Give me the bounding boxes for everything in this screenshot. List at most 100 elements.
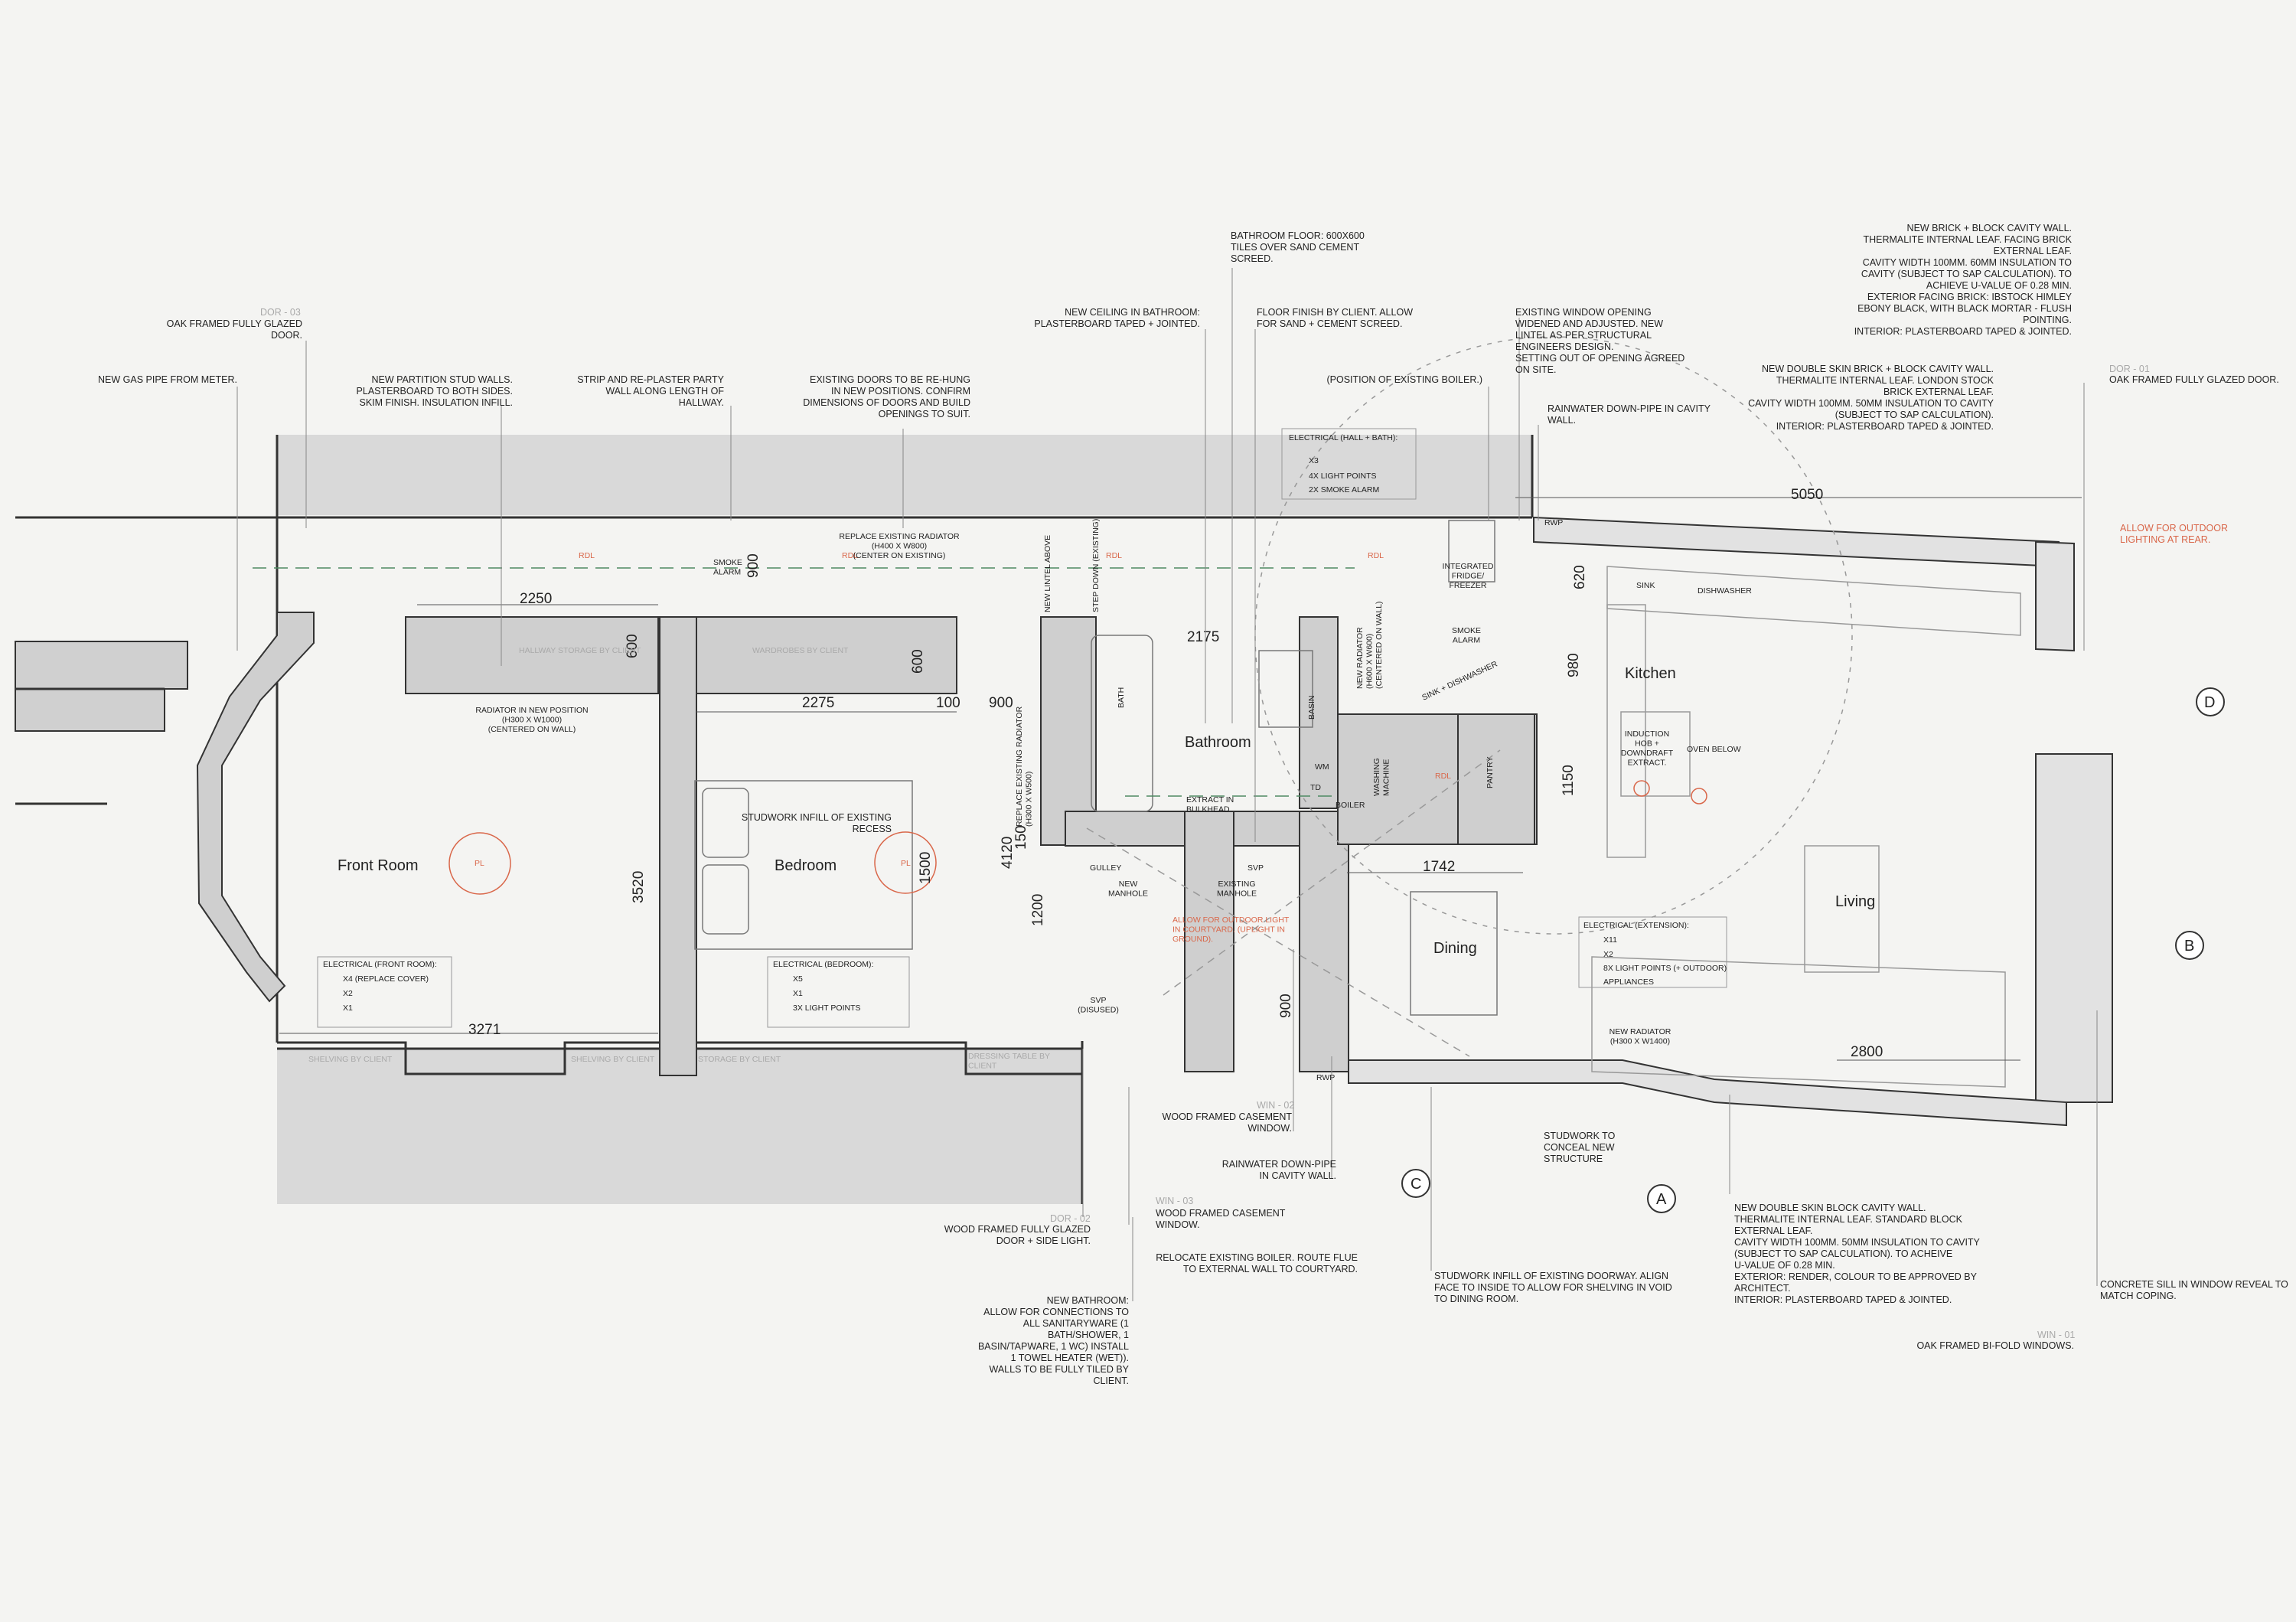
label-svp: SVP [1247,863,1264,873]
label-rdl-1: RDL [579,551,595,560]
dimension-4120: 4120 [1000,837,1016,869]
grid-marker-b: B [2175,931,2204,960]
note-boiler-position: (POSITION OF EXISTING BOILER.) [1327,374,1483,385]
dimension-620: 620 [1572,565,1588,589]
text-line: DRESSING TABLE BY [968,1052,1050,1061]
text-line: SKIM FINISH. INSULATION INFILL. [360,397,514,408]
text-line: STUDWORK TO [1544,1131,1616,1141]
text-line: THERMALITE INTERNAL LEAF. LONDON STOCK [1776,375,1994,386]
text-line: (CENTERED ON WALL) [1375,601,1384,689]
label-wardrobes: WARDROBES BY CLIENT [752,646,849,655]
text-line: LIGHTING AT REAR. [2120,534,2210,545]
label-boiler: BOILER [1336,801,1365,810]
tag-win-03: WIN - 03 [1156,1196,1193,1206]
text-line: THERMALITE INTERNAL LEAF. FACING BRICK [1863,234,2072,245]
electrical-hall-bath: ELECTRICAL (HALL + BATH): X3 4X LIGHT PO… [1281,428,1417,500]
dashed-lines [253,567,1355,797]
text-line: IN NEW POSITIONS. CONFIRM [831,386,970,397]
dimension-1150: 1150 [1561,765,1577,796]
text-line: NEW RADIATOR [1609,1027,1671,1036]
text-line: WALLS TO BE FULLY TILED BY [990,1364,1130,1375]
label-washing-machine: WASHINGMACHINE [1372,758,1391,796]
text-line: CAVITY (SUBJECT TO SAP CALCULATION). TO [1861,269,2072,279]
text-line: (CENTERED ON WALL) [488,725,576,734]
electrical-extension-row-3: 8X LIGHT POINTS (+ OUTDOOR) [1603,964,1727,973]
room-kitchen: Kitchen [1625,665,1676,682]
label-pl-1: PL [475,859,484,868]
fittings [694,520,1498,1016]
text-line: INTEGRATED [1443,562,1494,571]
text-line: WASHING [1372,758,1381,796]
tag-dor-03: DOR - 03 [260,307,301,318]
text-line: BASIN/TAPWARE, 1 WC) INSTALL [978,1341,1129,1352]
text-line: CLIENT [968,1062,997,1071]
bay-window [196,612,315,1003]
label-radiator-new-position: RADIATOR IN NEW POSITION(H300 X W1000)(C… [475,706,588,734]
text-line: NEW DOUBLE SKIN BRICK + BLOCK CAVITY WAL… [1762,364,1994,374]
text-line: FLOOR FINISH BY CLIENT. ALLOW [1257,307,1413,318]
text-line: (H300 X W1400) [1610,1037,1670,1046]
dimension-5050: 5050 [1791,487,1823,503]
dimension-900-c: 900 [1278,994,1294,1018]
tag-dor-02: DOR - 02 [1050,1213,1091,1224]
text-line: NEW BRICK + BLOCK CAVITY WALL. [1907,223,2072,233]
dimension-900-b: 900 [745,553,762,578]
text-line: MANHOLE [1108,889,1148,899]
text-line: NEW BATHROOM: [1047,1295,1129,1306]
grid-label-c: C [1411,1176,1421,1193]
text-line: WIDENED AND ADJUSTED. NEW [1515,318,1663,329]
text-line: (POSITION OF EXISTING BOILER.) [1327,374,1483,385]
dimension-600-b: 600 [910,649,926,674]
label-pantry: PANTRY [1486,756,1495,788]
tag-dor-01: DOR - 01 [2109,364,2150,374]
text-line: SVP [1090,996,1106,1005]
dimension-2250: 2250 [520,591,552,607]
dimension-2800: 2800 [1851,1044,1883,1060]
label-rdl-5: RDL [1435,772,1451,781]
text-line: 1 TOWEL HEATER (WET)). [1011,1353,1129,1363]
note-bifold: OAK FRAMED BI-FOLD WINDOWS. [1916,1340,2074,1351]
note-brick-block-wall: NEW BRICK + BLOCK CAVITY WALL.THERMALITE… [1854,223,2073,337]
text-line: ALARM [1453,636,1480,645]
label-pl-2: PL [901,859,911,868]
text-line: WALL ALONG LENGTH OF [605,386,724,397]
label-dishwasher: DISHWASHER [1698,586,1752,596]
text-line: REPLACE EXISTING RADIATOR [1015,706,1024,827]
label-new-lintel: NEW LINTEL ABOVE [1043,535,1052,612]
dimension-100: 100 [936,695,960,711]
text-line: ACHIEVE U-VALUE OF 0.28 MIN. [1926,280,2072,291]
text-line: IN COURTYARD. (UPLIGHT IN [1172,925,1285,935]
text-line: INTERIOR: PLASTERBOARD TAPED & JOINTED. [1776,421,1994,432]
text-line: EXTRACT IN [1186,795,1234,804]
text-line: RAINWATER DOWN-PIPE [1222,1159,1336,1170]
label-rdl-3: RDL [1106,551,1122,560]
text-line: ALLOW FOR OUTDOOR [2120,523,2228,534]
text-line: BRICK EXTERNAL LEAF. [1883,387,1994,397]
text-line: SMOKE [1452,626,1481,635]
note-gas-pipe: NEW GAS PIPE FROM METER. [98,374,237,385]
room-dining: Dining [1433,940,1477,957]
electrical-extension-row-1: X11 [1603,935,1617,945]
dimension-1742: 1742 [1423,859,1455,875]
text-line: INDUCTION [1625,729,1669,739]
label-svp-disused: SVP(DISUSED) [1078,996,1119,1015]
electrical-front-room: ELECTRICAL (FRONT ROOM): X4 (REPLACE COV… [317,956,452,1028]
label-replace-radiator-vertical: REPLACE EXISTING RADIATOR(H300 X W500) [1015,706,1034,827]
text-line: POINTING. [2023,315,2072,325]
tag-win-01: WIN - 01 [2037,1330,2075,1340]
grid-label-d: D [2204,694,2215,711]
text-line: THERMALITE INTERNAL LEAF. STANDARD BLOCK [1734,1214,1963,1225]
dimension-3271: 3271 [468,1022,501,1038]
dimension-1500: 1500 [918,852,934,884]
